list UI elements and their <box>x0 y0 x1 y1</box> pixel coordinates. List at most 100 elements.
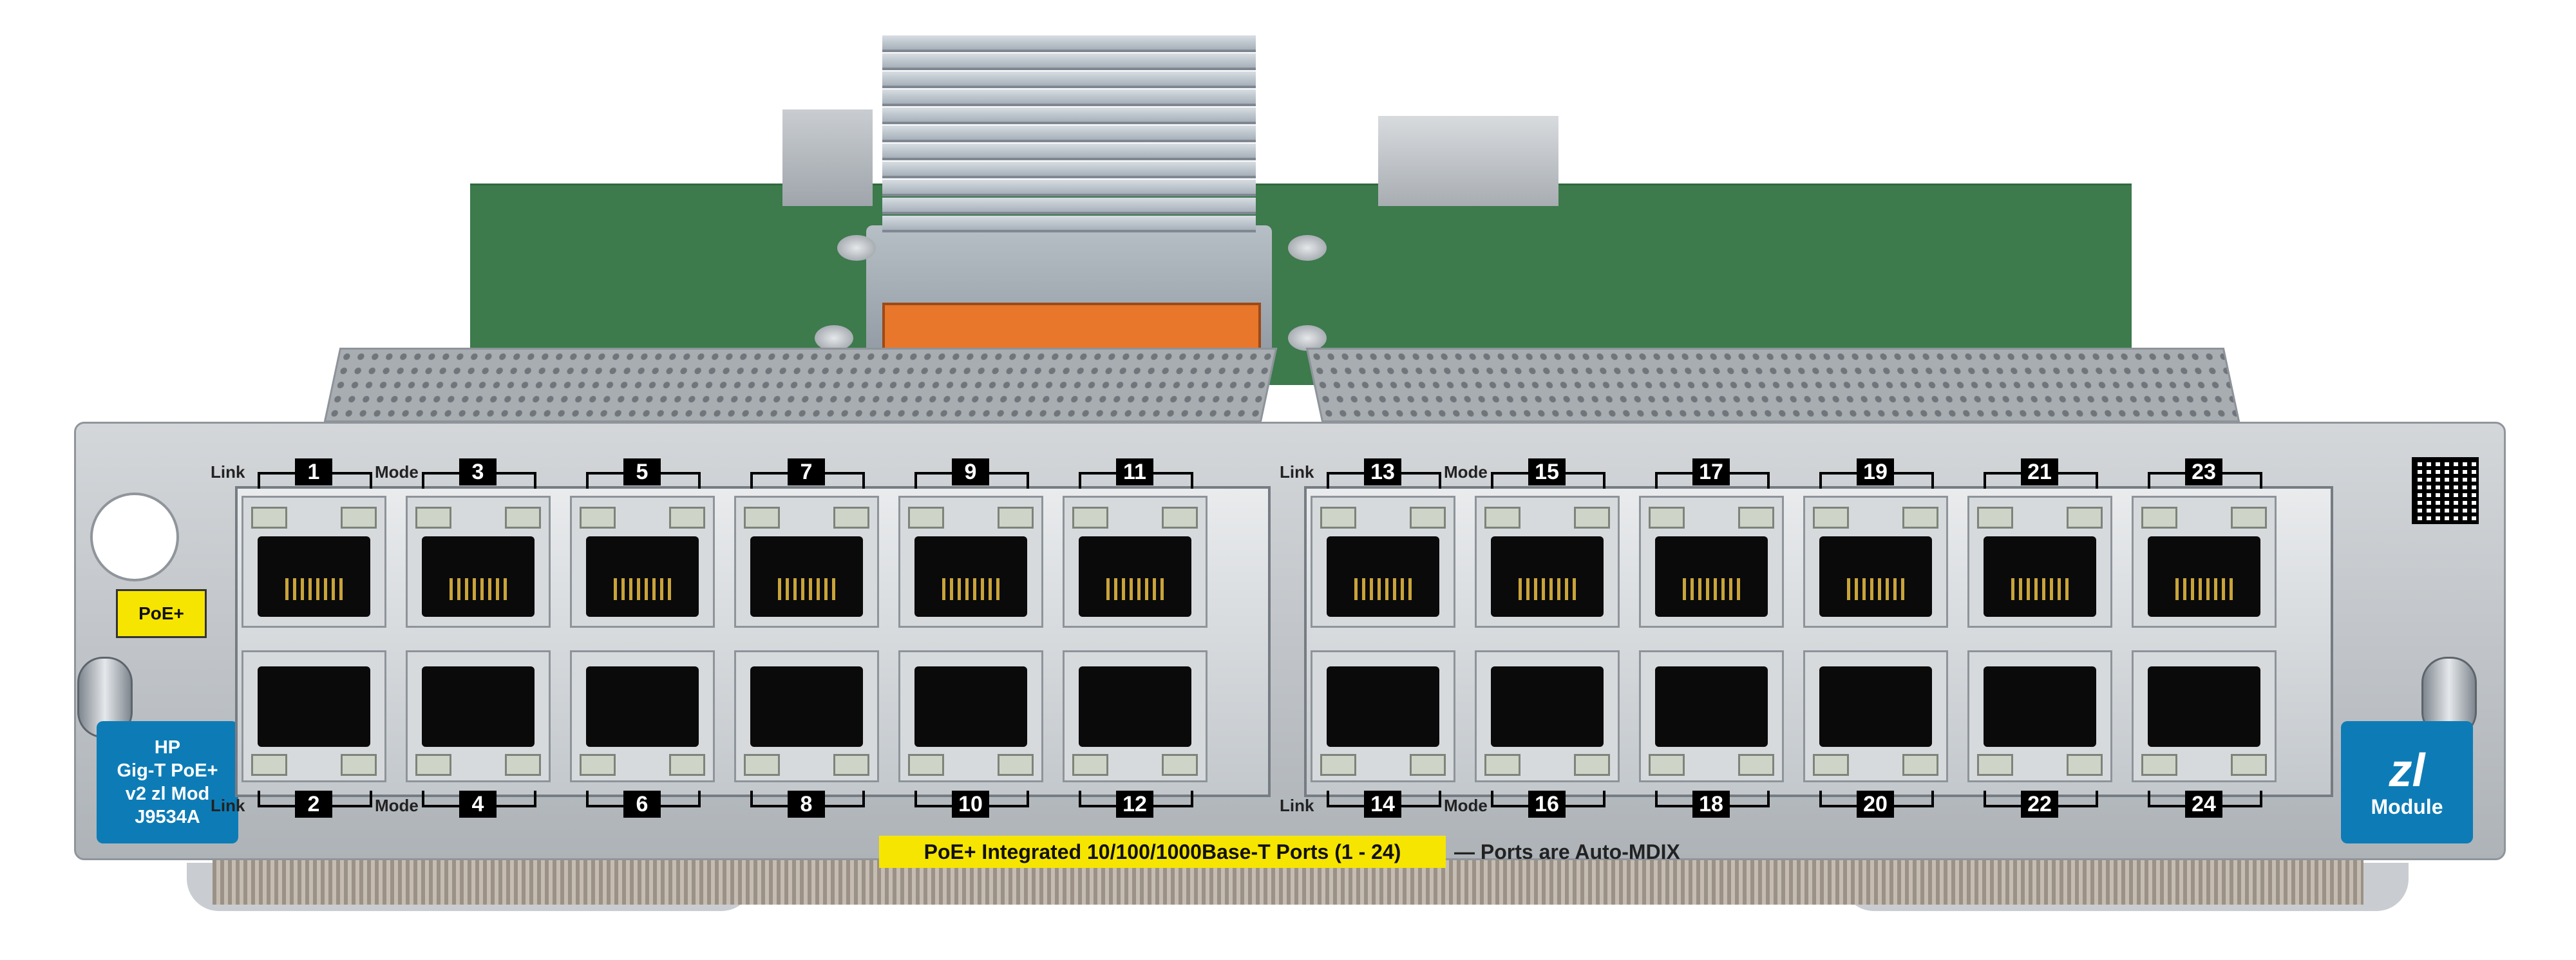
link-led <box>1813 507 1849 529</box>
jack-pins <box>450 578 511 600</box>
link-led <box>1649 754 1685 776</box>
rj45-jack <box>1819 536 1932 617</box>
rj45-port-10[interactable] <box>898 650 1043 782</box>
heatsink-fin <box>882 162 1256 178</box>
port-number-label: 17 <box>1692 458 1730 485</box>
link-led <box>1320 754 1356 776</box>
mode-led <box>998 754 1034 776</box>
rj45-port-14[interactable] <box>1311 650 1455 782</box>
mode-led <box>2231 507 2267 529</box>
heatsink-fin <box>882 144 1256 160</box>
port-number-label: 18 <box>1692 791 1730 818</box>
rj45-port-17[interactable] <box>1639 496 1784 628</box>
mounting-hole <box>90 493 179 581</box>
jack-pins <box>1106 578 1168 600</box>
mode-led <box>1162 507 1198 529</box>
mode-led <box>2231 754 2267 776</box>
mode-led <box>833 754 869 776</box>
rj45-port-8[interactable] <box>734 650 879 782</box>
rj45-port-22[interactable] <box>1967 650 2112 782</box>
data-matrix-code <box>2412 457 2479 524</box>
rj45-jack <box>1984 536 2096 617</box>
link-led <box>1977 507 2013 529</box>
port-number-label: 14 <box>1364 791 1401 818</box>
mode-led <box>341 507 377 529</box>
rj45-port-11[interactable] <box>1063 496 1208 628</box>
rj45-port-19[interactable] <box>1803 496 1948 628</box>
link-led <box>415 507 451 529</box>
rj45-port-2[interactable] <box>242 650 386 782</box>
rj45-port-24[interactable] <box>2132 650 2277 782</box>
rj45-port-5[interactable] <box>570 496 715 628</box>
mode-led <box>1410 507 1446 529</box>
mode-led <box>669 754 705 776</box>
rj45-jack <box>750 536 863 617</box>
port-number-label: 4 <box>459 791 497 818</box>
rj45-port-13[interactable] <box>1311 496 1455 628</box>
mode-led <box>1738 754 1774 776</box>
rj45-port-9[interactable] <box>898 496 1043 628</box>
mode-led <box>1574 507 1610 529</box>
port-number-label: 10 <box>952 791 989 818</box>
link-label: Link <box>211 462 245 482</box>
link-led <box>2141 507 2177 529</box>
rj45-port-23[interactable] <box>2132 496 2277 628</box>
heatsink-fin <box>882 108 1256 124</box>
rj45-port-3[interactable] <box>406 496 551 628</box>
mode-led <box>505 507 541 529</box>
mode-led <box>341 754 377 776</box>
rj45-jack <box>1327 666 1439 747</box>
model-line: v2 zl Mod <box>125 784 210 804</box>
link-led <box>415 754 451 776</box>
port-number-label: 2 <box>295 791 332 818</box>
rj45-jack <box>258 666 370 747</box>
port-number-label: 13 <box>1364 458 1401 485</box>
rj45-jack <box>1819 666 1932 747</box>
rj45-port-21[interactable] <box>1967 496 2112 628</box>
jack-pins <box>2011 578 2072 600</box>
rj45-jack <box>586 666 699 747</box>
circuit-board-edge <box>1674 193 2125 270</box>
model-line: HP <box>154 737 181 758</box>
port-number-label: 22 <box>2021 791 2058 818</box>
link-led <box>2141 754 2177 776</box>
link-led <box>744 754 780 776</box>
mode-led <box>505 754 541 776</box>
jack-pins <box>778 578 839 600</box>
jack-pins <box>1519 578 1580 600</box>
link-label: Link <box>1280 796 1314 815</box>
mode-led <box>1902 507 1938 529</box>
link-led <box>908 507 944 529</box>
mode-led <box>2067 754 2103 776</box>
mode-led <box>1162 754 1198 776</box>
rj45-port-4[interactable] <box>406 650 551 782</box>
rj45-port-7[interactable] <box>734 496 879 628</box>
rj45-jack <box>1984 666 2096 747</box>
port-number-label: 16 <box>1528 791 1566 818</box>
mode-led <box>998 507 1034 529</box>
rj45-port-1[interactable] <box>242 496 386 628</box>
heatsink-fin <box>882 35 1256 52</box>
rj45-port-6[interactable] <box>570 650 715 782</box>
rj45-port-12[interactable] <box>1063 650 1208 782</box>
rj45-jack <box>1079 536 1191 617</box>
rj45-jack <box>586 536 699 617</box>
heatsink-fin <box>882 53 1256 70</box>
link-led <box>744 507 780 529</box>
jack-pins <box>942 578 1003 600</box>
link-led <box>1484 507 1520 529</box>
mode-label: Mode <box>375 462 419 482</box>
rj45-port-16[interactable] <box>1475 650 1620 782</box>
zl-title: zl <box>2389 744 2425 796</box>
link-led <box>908 754 944 776</box>
rj45-port-15[interactable] <box>1475 496 1620 628</box>
port-number-label: 7 <box>788 458 825 485</box>
link-label: Link <box>1280 462 1314 482</box>
heatsink-fin <box>882 89 1256 106</box>
heatsink-fin <box>882 198 1256 214</box>
mode-led <box>1738 507 1774 529</box>
jack-pins <box>1354 578 1416 600</box>
rj45-port-20[interactable] <box>1803 650 1948 782</box>
rj45-port-18[interactable] <box>1639 650 1784 782</box>
